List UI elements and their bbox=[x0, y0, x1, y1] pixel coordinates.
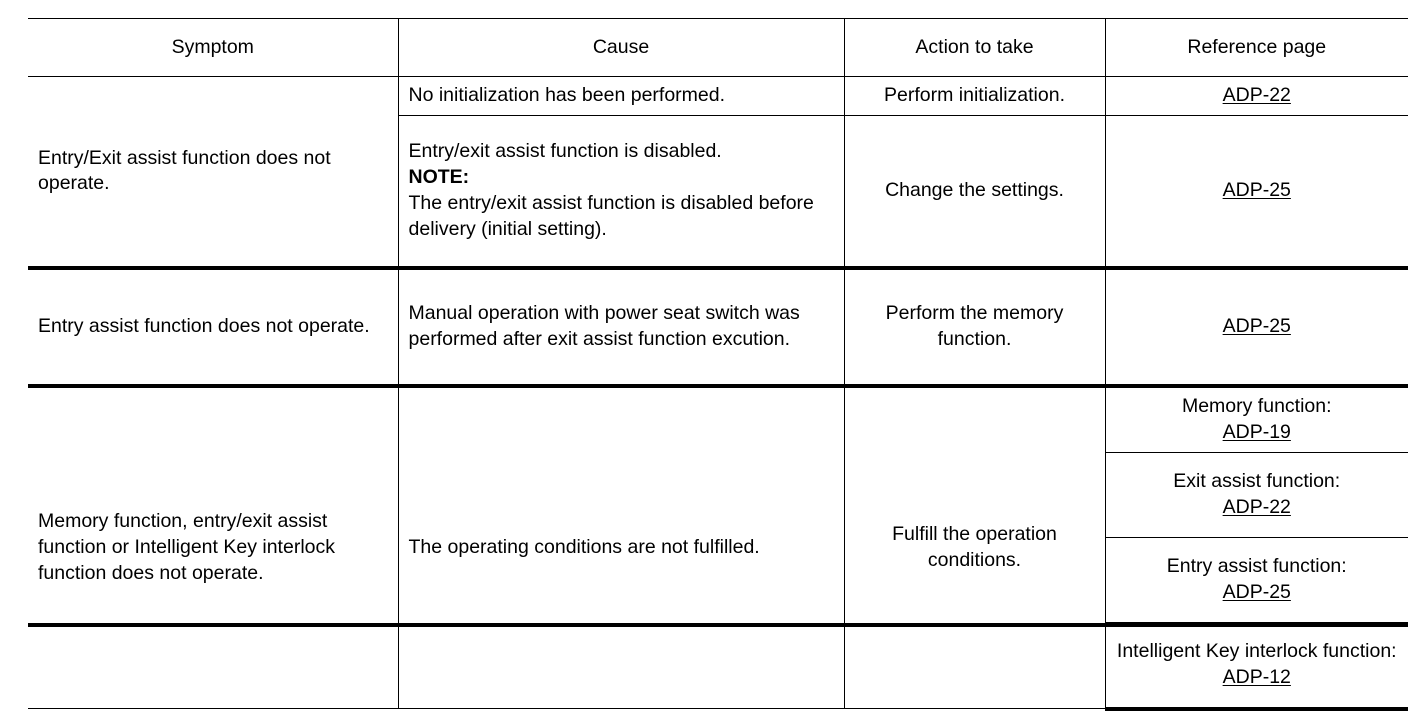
table-row: Entry/exit assist function is disabled. … bbox=[28, 114, 1408, 269]
cell-cause: Entry/exit assist function is disabled. … bbox=[398, 114, 845, 269]
reference-link-row[interactable]: ADP-25 bbox=[1116, 314, 1399, 340]
cell-action: Perform initialization. bbox=[843, 76, 1106, 116]
header-row: Symptom Cause Action to take Reference p… bbox=[28, 18, 1408, 77]
table-row: Memory function, entry/exit assist funct… bbox=[28, 383, 1408, 710]
cell-cause: Manual operation with power seat switch … bbox=[397, 265, 845, 387]
reference-link[interactable]: ADP-25 bbox=[1222, 178, 1291, 201]
cause-text: Manual operation with power seat switch … bbox=[408, 302, 800, 350]
table-body: Entry/Exit assist function does not oper… bbox=[28, 75, 1408, 711]
cell-cause: The operating conditions are not fulfill… bbox=[397, 383, 845, 710]
table-row: Entry/Exit assist function does not oper… bbox=[28, 75, 1408, 269]
troubleshooting-table: Symptom Cause Action to take Reference p… bbox=[28, 18, 1408, 711]
reference-label: Intelligent Key interlock function: bbox=[1116, 639, 1397, 662]
reference-link[interactable]: ADP-19 bbox=[1222, 420, 1291, 443]
reference-link[interactable]: ADP-25 bbox=[1222, 580, 1291, 603]
column-header-symptom: Symptom bbox=[28, 18, 399, 77]
column-header-cause: Cause bbox=[397, 18, 845, 77]
table-row: Entry assist function does not operate. … bbox=[28, 265, 1408, 387]
reference-link[interactable]: ADP-22 bbox=[1222, 84, 1291, 106]
cell-reference: ADP-22 bbox=[1104, 76, 1408, 116]
cell-symptom: Entry assist function does not operate. bbox=[28, 265, 399, 387]
column-header-reference: Reference page bbox=[1104, 18, 1408, 77]
cell-cause: No initialization has been performed. bbox=[397, 76, 845, 116]
cause-text: Entry/exit assist function is disabled. bbox=[408, 140, 722, 163]
reference-link-row[interactable]: ADP-25 bbox=[1116, 178, 1399, 204]
cell-reference: Memory function: ADP-19 bbox=[1104, 383, 1408, 453]
cause-text: No initialization has been performed. bbox=[408, 84, 726, 106]
cell-reference: Exit assist function: ADP-22 bbox=[1105, 451, 1408, 538]
cell-reference: Entry assist function: ADP-25 bbox=[1105, 536, 1408, 623]
document-page: Symptom Cause Action to take Reference p… bbox=[28, 18, 1408, 711]
note-text: The entry/exit assist function is disabl… bbox=[408, 191, 814, 240]
reference-label: Entry assist function: bbox=[1166, 554, 1347, 577]
reference-link-row[interactable]: ADP-22 bbox=[1116, 83, 1399, 109]
table-header: Symptom Cause Action to take Reference p… bbox=[28, 18, 1408, 77]
column-header-action: Action to take bbox=[843, 18, 1106, 77]
cell-action: Fulfill the operation conditions. bbox=[843, 383, 1106, 710]
cell-action: Change the settings. bbox=[843, 114, 1106, 269]
table-row: Entry assist function: ADP-25 bbox=[28, 536, 1408, 623]
cell-reference: Intelligent Key interlock function: ADP-… bbox=[1105, 621, 1408, 711]
cause-text: The operating conditions are not fulfill… bbox=[408, 536, 760, 559]
table-bottom-rule bbox=[28, 623, 1408, 627]
reference-link[interactable]: ADP-22 bbox=[1222, 495, 1291, 518]
reference-label: Memory function: bbox=[1181, 394, 1332, 417]
reference-link[interactable]: ADP-25 bbox=[1222, 314, 1291, 337]
reference-link[interactable]: ADP-12 bbox=[1222, 665, 1291, 688]
cell-symptom: Memory function, entry/exit assist funct… bbox=[28, 383, 399, 710]
cell-reference: ADP-25 bbox=[1104, 265, 1408, 387]
table-row: Exit assist function: ADP-22 bbox=[28, 451, 1408, 538]
cell-symptom: Entry/Exit assist function does not oper… bbox=[28, 75, 399, 269]
cell-reference: ADP-25 bbox=[1104, 114, 1408, 269]
cell-action: Perform the memory function. bbox=[843, 265, 1106, 387]
reference-label: Exit assist function: bbox=[1173, 469, 1341, 492]
note-label: NOTE: bbox=[408, 166, 470, 188]
